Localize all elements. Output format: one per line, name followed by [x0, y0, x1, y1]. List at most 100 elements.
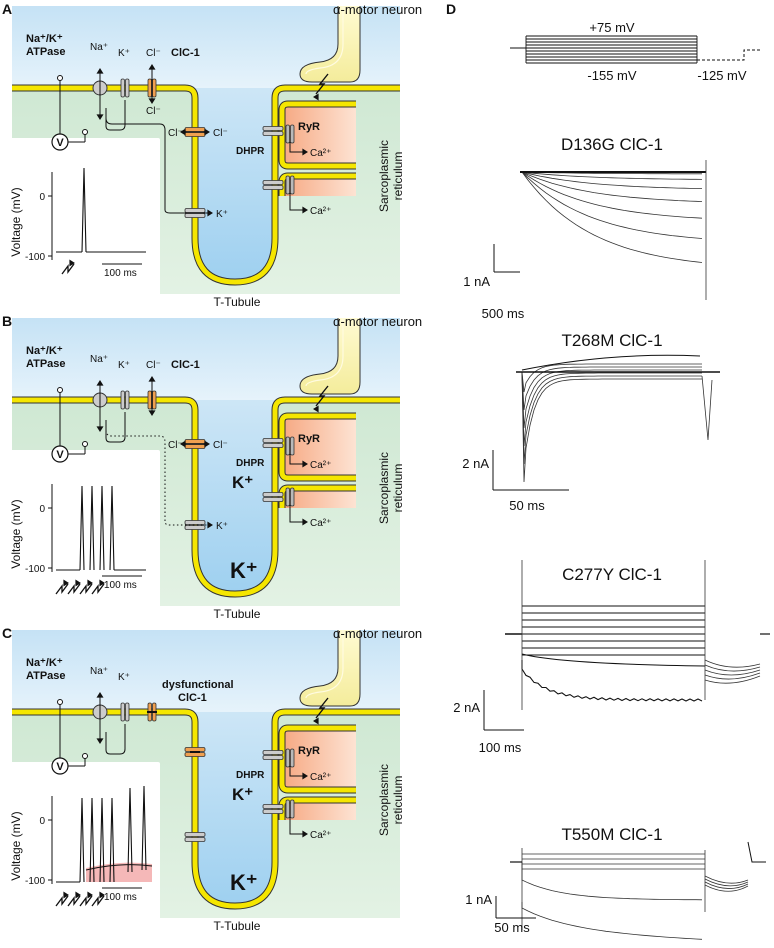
- current-scale-label: 1 nA: [465, 892, 492, 907]
- ttubule-label: T-Tubule: [214, 607, 261, 621]
- arrowhead: [148, 376, 156, 382]
- tail-current: [704, 878, 749, 887]
- arrowhead: [207, 521, 213, 529]
- arrowhead: [207, 209, 213, 217]
- inset-scalebar-label: 100 ms: [104, 892, 137, 903]
- k-channel-tubule: [184, 832, 206, 842]
- k-channel-surface: [120, 78, 130, 98]
- ca-release-arrow: [289, 505, 304, 523]
- k-channel-tubule: [184, 208, 206, 218]
- ca-label: Ca²⁺: [310, 460, 331, 471]
- motor-neuron-label: α-motor neuron: [333, 626, 422, 641]
- current-trace: [521, 862, 703, 901]
- panel-letter: B: [2, 313, 12, 329]
- inset-scalebar-label: 100 ms: [104, 580, 137, 591]
- panel-letter: D: [446, 1, 456, 17]
- arrowhead: [69, 259, 75, 267]
- nerve-highlight: [305, 318, 344, 387]
- current-trace: [521, 171, 703, 189]
- current-trace: [521, 369, 702, 429]
- trace-title: T550M ClC-1: [561, 825, 662, 844]
- k-accumulation-label: K⁺: [232, 785, 253, 804]
- stimulus-arrow-head: [99, 579, 105, 587]
- stimulus-arrow: [55, 895, 69, 907]
- clc1-channel-tubule: [184, 439, 206, 449]
- k-efflux-path: [105, 422, 210, 526]
- k-channel-surface: [120, 702, 130, 722]
- arrowhead: [302, 460, 308, 468]
- ryr-channel-upper: [285, 436, 295, 456]
- voltage-electrode-label: V: [56, 449, 64, 461]
- atpase-marker: [57, 75, 63, 81]
- cl-label: Cl⁻: [146, 48, 161, 59]
- tail-current: [704, 664, 761, 672]
- sarcoplasmic-reticulum-upper: [282, 728, 356, 790]
- dysfunctional-label: ClC-1: [178, 692, 207, 704]
- sr-label: Sarcoplasmic: [377, 764, 391, 836]
- ttubule-label: T-Tubule: [214, 295, 261, 309]
- current-trace-tail: [701, 375, 713, 441]
- tail-current: [704, 884, 749, 892]
- protocol-tail: [697, 49, 760, 61]
- inset-tick-label: -100: [25, 252, 45, 263]
- dhpr-label: DHPR: [236, 458, 265, 469]
- current-trace: [521, 660, 703, 702]
- current-trace: [521, 371, 702, 465]
- sarcoplasmic-reticulum-lower: [282, 176, 356, 196]
- protocol-top-label: +75 mV: [589, 20, 634, 35]
- arrowhead: [99, 891, 105, 899]
- dhpr-channel-lower: [262, 804, 284, 814]
- inset-tick-label: 0: [39, 816, 45, 827]
- arrowhead: [96, 114, 104, 120]
- arrowhead: [63, 891, 69, 899]
- ca-label: Ca²⁺: [310, 148, 331, 159]
- dhpr-channel-lower: [262, 180, 284, 190]
- inset-ylabel: Voltage (mV): [9, 811, 23, 880]
- arrowhead: [204, 128, 210, 136]
- action-potential: [79, 485, 85, 571]
- tail-current: [704, 881, 749, 889]
- stimulus-arrow-head: [99, 891, 105, 899]
- current-trace: [521, 653, 706, 667]
- cl-label: Cl⁻: [146, 106, 161, 117]
- nerve-impulse-arrow: [315, 385, 329, 407]
- arrowhead: [96, 68, 104, 74]
- sr-label: reticulum: [391, 464, 405, 513]
- depolarization-shading: [86, 862, 152, 882]
- voltage-protocol: [510, 35, 760, 64]
- action-potential: [109, 797, 115, 883]
- ca-label: Ca²⁺: [310, 772, 331, 783]
- stimulus-arrow: [67, 895, 81, 907]
- sarcoplasmic-reticulum-upper: [282, 104, 356, 166]
- dhpr-channel-upper: [262, 750, 284, 760]
- action-potential: [89, 485, 95, 571]
- sarcoplasmic-reticulum-lower: [282, 800, 356, 820]
- time-scale-label: 100 ms: [479, 740, 522, 755]
- tail-current: [704, 669, 761, 676]
- stimulus-arrow: [67, 583, 81, 595]
- tail-current: [704, 672, 761, 680]
- stimulus-arrow: [55, 583, 69, 595]
- dysfunctional-label: dysfunctional: [162, 679, 234, 691]
- stimulus-arrow: [79, 583, 93, 595]
- nerve-impulse-arrow: [315, 73, 329, 95]
- k-label: K⁺: [118, 672, 130, 683]
- arrowhead: [87, 891, 93, 899]
- arrowhead: [87, 579, 93, 587]
- electrode-marker: [82, 441, 88, 447]
- ryr-channel-lower: [285, 487, 295, 507]
- ca-release-arrow: [289, 766, 304, 777]
- inset-ylabel: Voltage (mV): [9, 499, 23, 568]
- stimulus-arrow-head: [75, 891, 81, 899]
- k-accumulation-label: K⁺: [232, 473, 253, 492]
- current-trace: [521, 371, 702, 483]
- stimulus-arrow: [91, 895, 105, 907]
- inset-ylabel: Voltage (mV): [9, 187, 23, 256]
- ca-label: Ca²⁺: [310, 830, 331, 841]
- na-label: Na⁺: [90, 42, 108, 53]
